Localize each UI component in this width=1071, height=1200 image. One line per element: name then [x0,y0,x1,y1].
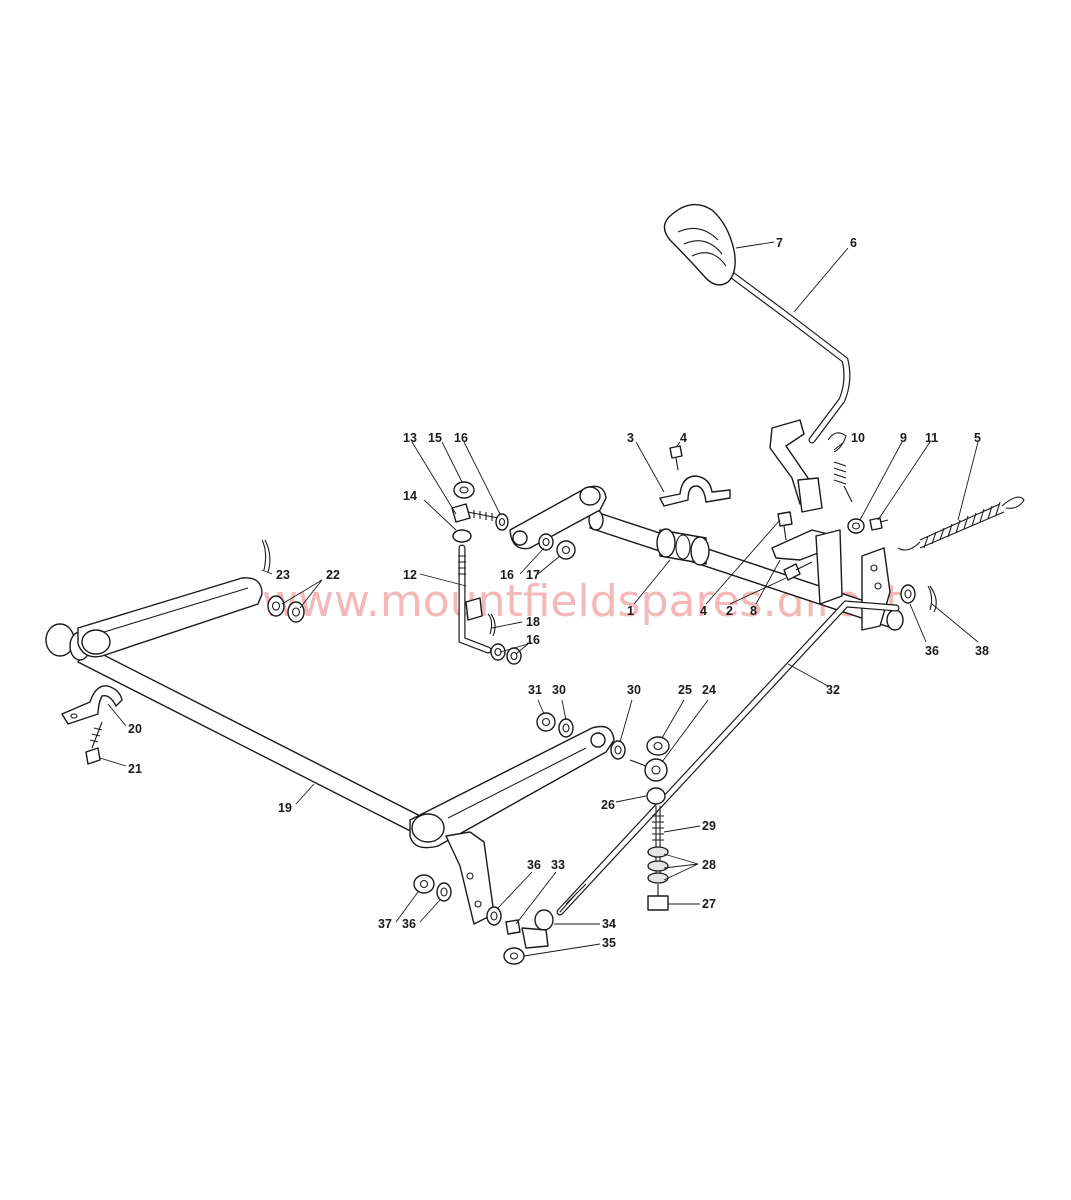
r-clip-38 [927,585,937,613]
bolt-2 [783,561,813,581]
lower-right-arm [409,725,615,925]
extension-spring [897,496,1025,551]
clamp-3 [659,475,731,507]
callout-33: 33 [551,858,565,872]
trunnion-34 [521,909,554,949]
nut-31 [536,712,556,732]
upper-shaft-arm [509,485,607,550]
callout-27: 27 [702,897,716,911]
callout-38: 38 [975,644,989,658]
callout-5: 5 [974,431,981,445]
nut-25 [646,736,670,756]
torsion-spring [827,432,853,503]
callout-24: 24 [702,683,716,697]
callout-22: 22 [326,568,340,582]
lever-knob [663,203,736,286]
bolt-11 [869,517,889,531]
bolt-stack [647,806,669,911]
callout-20: 20 [128,722,142,736]
callout-30-right: 30 [627,683,641,697]
callout-23: 23 [276,568,290,582]
leader-lines [99,241,979,957]
callout-11: 11 [925,431,938,445]
callout-19: 19 [278,801,292,815]
callout-4-top: 4 [680,431,687,445]
r-clip-23 [261,539,271,573]
callout-25: 25 [678,683,692,697]
nut-17 [556,540,576,560]
callout-labels: 7 6 13 15 16 3 4 10 9 11 5 14 12 23 22 1… [128,236,989,950]
lower-left-arm [77,577,263,658]
callout-9: 9 [900,431,907,445]
clip-18 [487,613,496,637]
callout-1: 1 [627,604,634,618]
callout-3: 3 [627,431,634,445]
washer-16-mid [538,533,554,551]
callout-10: 10 [851,431,865,445]
pin-14 [452,529,472,543]
washers-16-lower [490,643,522,665]
callout-26: 26 [601,798,615,812]
callout-36-left: 36 [402,917,416,931]
callout-32: 32 [826,683,840,697]
callout-7: 7 [776,236,783,250]
callout-18: 18 [526,615,540,629]
rod-12 [458,544,492,654]
nut-15 [453,481,475,499]
callout-21: 21 [128,762,142,776]
washer-30-left [558,718,574,738]
callout-36-right: 36 [925,644,939,658]
callout-17: 17 [526,568,540,582]
washer-16-top [495,513,509,531]
bolt-4-top [669,445,683,471]
bolt-21 [85,721,103,765]
callout-6: 6 [850,236,857,250]
clamp-20 [61,685,123,725]
callout-31: 31 [528,683,542,697]
callout-8: 8 [750,604,757,618]
nut-9 [847,518,865,534]
washer-30-right [610,740,626,760]
washer-36-left [436,882,452,902]
callout-4-right: 4 [700,604,707,618]
connecting-rod [556,600,900,916]
nut-35 [503,947,525,965]
callout-15: 15 [428,431,442,445]
lower-shaft [45,623,437,841]
washer-36-arm [486,906,502,926]
callout-29: 29 [702,819,716,833]
callout-30-left: 30 [552,683,566,697]
lift-lever [728,271,851,513]
callout-36-arm: 36 [527,858,541,872]
bolt-13 [451,503,499,523]
bolt-4-right [777,511,793,541]
callout-2: 2 [726,604,733,618]
callout-12: 12 [403,568,417,582]
callout-37: 37 [378,917,392,931]
washer-36-right [900,584,916,604]
nut-37 [413,874,435,894]
callout-16-top: 16 [454,431,468,445]
callout-16-mid: 16 [500,568,514,582]
trunnion-24 [629,758,668,782]
spacer-26 [646,787,666,805]
washers-22 [267,595,305,623]
callout-13: 13 [403,431,417,445]
callout-16-low: 16 [526,633,540,647]
callout-35: 35 [602,936,616,950]
callout-28: 28 [702,858,716,872]
callout-34: 34 [602,917,616,931]
callout-14: 14 [403,489,417,503]
